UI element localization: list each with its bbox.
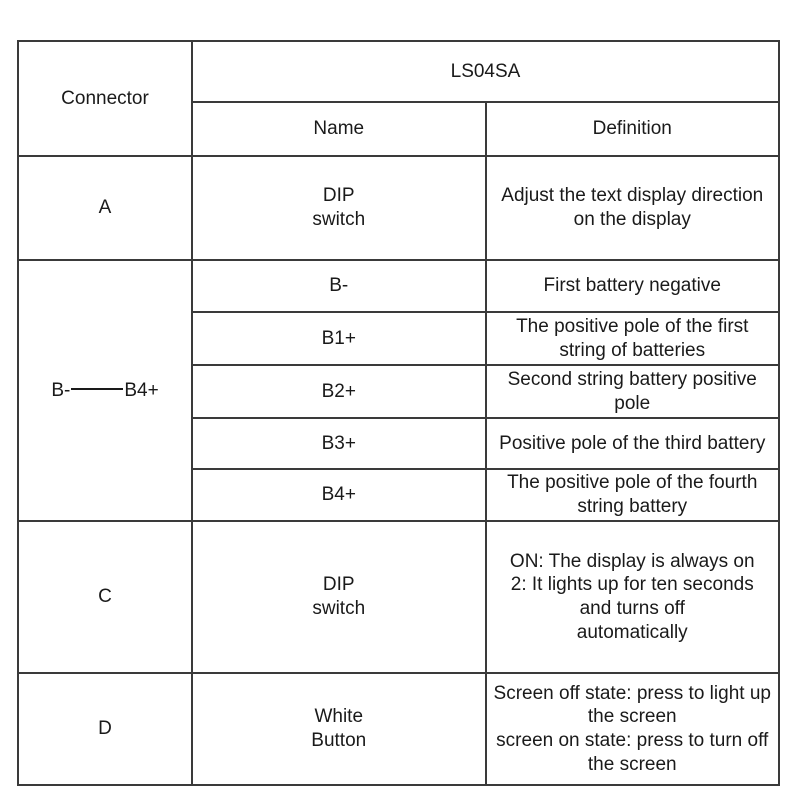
row-d-definition-line1: Screen off state: press to light up the … bbox=[493, 682, 771, 728]
row-a-name-line2: switch bbox=[312, 209, 366, 230]
row-d-connector: D bbox=[17, 672, 193, 786]
row-c-definition: ON: The display is always on 2: It light… bbox=[484, 520, 780, 674]
header-definition-label: Definition bbox=[484, 101, 780, 157]
row-b3-definition: Positive pole of the third battery bbox=[484, 417, 780, 470]
row-c-connector: C bbox=[17, 520, 193, 674]
row-a-name: DIP switch bbox=[191, 155, 487, 261]
header-connector-label: Connector bbox=[17, 40, 193, 157]
table-row-battery-b2: B2+ Second string battery positive pole bbox=[18, 364, 780, 419]
row-c-definition-line1: ON: The display is always on bbox=[509, 550, 755, 572]
row-c-definition-line3: automatically bbox=[576, 621, 688, 643]
header-product-title: LS04SA bbox=[191, 40, 780, 103]
table-header-row-title: Connector LS04SA bbox=[17, 40, 780, 157]
row-c-name-line2: switch bbox=[312, 598, 366, 619]
header-name-label: Name bbox=[191, 101, 487, 157]
row-d-name-line2: Button bbox=[311, 730, 367, 751]
row-c-name-line1: DIP bbox=[322, 574, 355, 596]
row-c-definition-line2: 2: It lights up for ten seconds and turn… bbox=[510, 574, 754, 619]
row-b4-definition: The positive pole of the fourth string b… bbox=[484, 468, 780, 522]
row-d-definition-line2: screen on state: press to turn off the s… bbox=[496, 730, 769, 775]
table-row-connector-d: D White Button Screen off state: press t… bbox=[17, 672, 780, 786]
row-bneg-name: B- bbox=[191, 259, 487, 313]
row-b1-definition: The positive pole of the first string of… bbox=[484, 311, 780, 366]
table-header-row-subheads: Name Definition bbox=[18, 101, 780, 157]
table-row-battery-b1: B1+ The positive pole of the first strin… bbox=[18, 311, 780, 366]
row-c-name: DIP switch bbox=[191, 520, 487, 674]
battery-range-suffix: B4+ bbox=[124, 379, 159, 401]
battery-range-prefix: B- bbox=[51, 379, 71, 401]
row-b2-definition: Second string battery positive pole bbox=[484, 364, 780, 419]
table-row-connector-c: C DIP switch ON: The display is always o… bbox=[17, 520, 780, 674]
row-d-name: White Button bbox=[191, 672, 487, 786]
row-bneg-definition: First battery negative bbox=[484, 259, 780, 313]
table-row-battery-bneg: B- B4+ B- First battery negative bbox=[17, 259, 780, 522]
table-row-battery-b3: B3+ Positive pole of the third battery bbox=[18, 417, 780, 470]
row-b3-name: B3+ bbox=[191, 417, 487, 470]
row-b1-name: B1+ bbox=[191, 311, 487, 366]
row-b4-name: B4+ bbox=[191, 468, 487, 522]
row-a-connector: A bbox=[17, 155, 193, 261]
row-a-definition: Adjust the text display direction on the… bbox=[484, 155, 780, 261]
row-b2-name: B2+ bbox=[191, 364, 487, 419]
row-a-name-line1: DIP bbox=[322, 185, 355, 207]
dash-line-icon bbox=[71, 388, 124, 391]
row-battery-connector-range: B- B4+ bbox=[17, 259, 193, 522]
table-row-battery-b4: B4+ The positive pole of the fourth stri… bbox=[18, 468, 780, 522]
connector-definition-table: Connector LS04SA Name Definition A DIP s… bbox=[17, 40, 780, 786]
row-d-name-line1: White bbox=[314, 706, 364, 728]
row-d-definition: Screen off state: press to light up the … bbox=[484, 672, 780, 786]
table-row-connector-a: A DIP switch Adjust the text display dir… bbox=[17, 155, 780, 261]
